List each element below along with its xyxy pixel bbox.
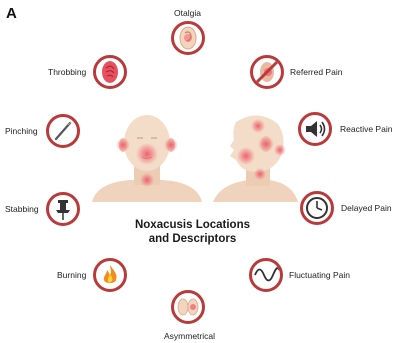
side-head-figure [208, 110, 298, 202]
throbbing-label: Throbbing [48, 67, 86, 77]
stabbing-circle [46, 192, 80, 226]
referred-pain-label: Referred Pain [290, 67, 342, 77]
title-line-1: Noxacusis Locations [130, 218, 255, 232]
speaker-icon [302, 116, 328, 142]
flame-icon [97, 262, 123, 288]
pushpin-icon [50, 196, 76, 222]
ear-icon [175, 25, 201, 51]
asymmetrical-circle [171, 290, 205, 324]
front-head-figure [92, 110, 202, 202]
burning-circle [93, 258, 127, 292]
referred-pain-circle [250, 55, 284, 89]
fluctuating-pain-circle [249, 258, 283, 292]
delayed-pain-label: Delayed Pain [341, 203, 392, 213]
red-ear-icon [97, 59, 123, 85]
crossed-ear-icon [254, 59, 280, 85]
throbbing-circle [93, 55, 127, 89]
pinching-label: Pinching [5, 126, 38, 136]
pinching-circle [46, 114, 80, 148]
delayed-pain-circle [300, 191, 334, 225]
two-ears-icon [175, 294, 201, 320]
fluctuating-pain-label: Fluctuating Pain [289, 270, 350, 280]
reactive-pain-circle [298, 112, 332, 146]
panel-letter: A [6, 5, 17, 22]
clock-icon [304, 195, 330, 221]
otalgia-label: Otalgia [174, 8, 201, 18]
diagram-title: Noxacusis Locations and Descriptors [130, 218, 255, 246]
stabbing-label: Stabbing [5, 204, 39, 214]
otalgia-circle [171, 21, 205, 55]
reactive-pain-label: Reactive Pain [340, 124, 392, 134]
sine-wave-icon [253, 262, 279, 288]
burning-label: Burning [57, 270, 86, 280]
title-line-2: and Descriptors [130, 232, 255, 246]
needle-icon [50, 118, 76, 144]
asymmetrical-label: Asymmetrical [164, 331, 215, 341]
